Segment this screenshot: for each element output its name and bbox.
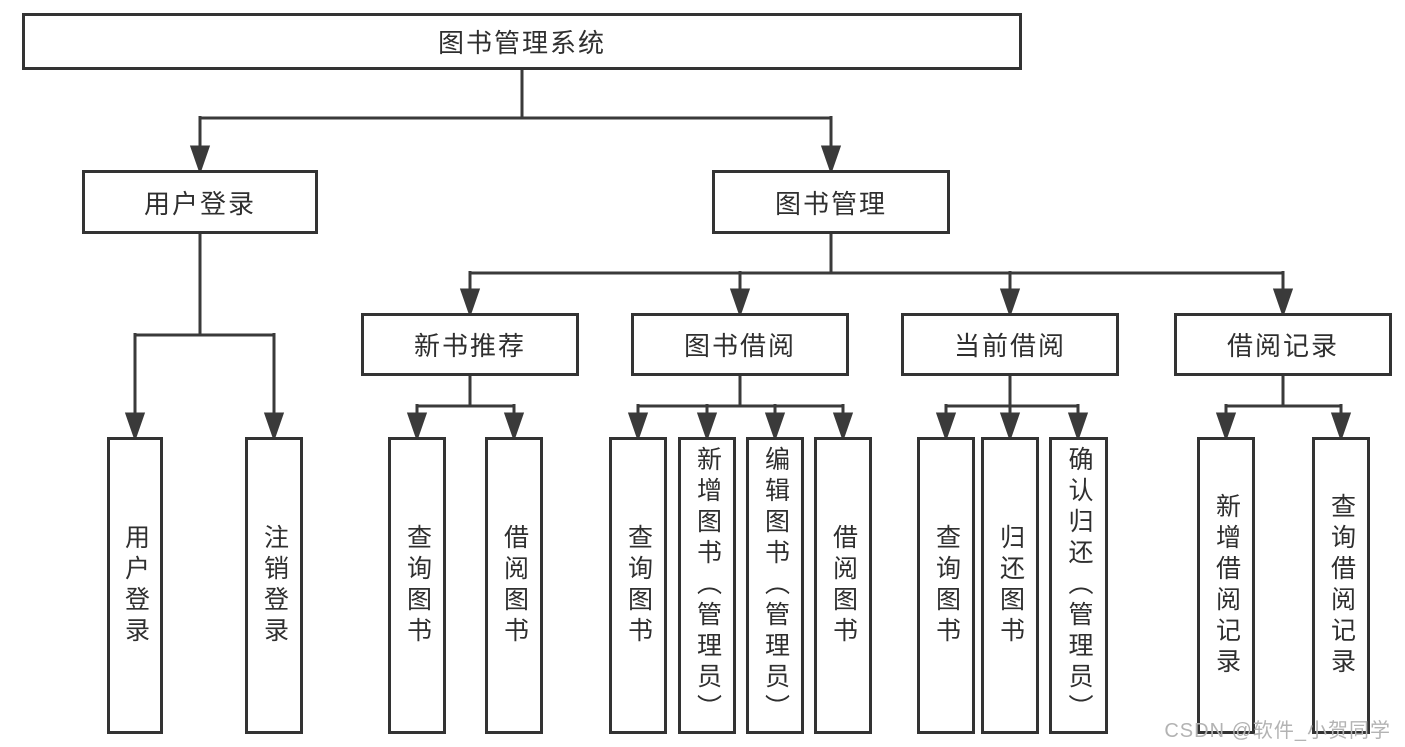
node-book-management: 图书管理	[712, 170, 950, 234]
leaf-query-books-recommend: 查询图书	[388, 437, 446, 734]
node-user-login-label: 用户登录	[143, 188, 256, 219]
leaf-edit-books-admin-label: 编辑图书（管理员）	[761, 446, 790, 725]
leaf-query-books-recommend-label: 查询图书	[403, 523, 432, 648]
connector-borrow-records	[1215, 376, 1352, 442]
connector-current-borrowing	[935, 376, 1089, 442]
node-current-borrowing-label: 当前借阅	[953, 331, 1066, 361]
leaf-borrow-books-recommend: 借阅图书	[485, 437, 543, 734]
leaf-add-borrow-record-label: 新增借阅记录	[1212, 492, 1241, 679]
node-current-borrowing: 当前借阅	[901, 313, 1119, 376]
connector-user-login	[124, 234, 285, 442]
leaf-query-borrow-record-label: 查询借阅记录	[1327, 492, 1356, 679]
leaf-add-borrow-record: 新增借阅记录	[1197, 437, 1255, 734]
csdn-watermark: CSDN @软件_小贺同学	[1164, 720, 1391, 742]
leaf-add-books-admin-label: 新增图书（管理员）	[693, 446, 722, 725]
node-borrow-records: 借阅记录	[1174, 313, 1392, 376]
leaf-user-login: 用户登录	[107, 437, 163, 734]
connector-book-management	[459, 234, 1294, 318]
node-borrow-records-label: 借阅记录	[1226, 331, 1339, 361]
leaf-borrow-books-label: 借阅图书	[829, 523, 858, 648]
leaf-add-books-admin: 新增图书（管理员）	[678, 437, 736, 734]
node-root: 图书管理系统	[22, 13, 1022, 70]
node-user-login: 用户登录	[82, 170, 318, 234]
leaf-query-books-current: 查询图书	[917, 437, 975, 734]
leaf-return-books-label: 归还图书	[996, 523, 1025, 648]
leaf-confirm-return-admin: 确认归还（管理员）	[1049, 437, 1108, 734]
node-new-book-recommend-label: 新书推荐	[413, 331, 526, 361]
leaf-user-login-label: 用户登录	[121, 523, 150, 648]
leaf-edit-books-admin: 编辑图书（管理员）	[746, 437, 804, 734]
leaf-confirm-return-admin-label: 确认归还（管理员）	[1065, 446, 1093, 725]
leaf-borrow-books: 借阅图书	[814, 437, 872, 734]
node-root-label: 图书管理系统	[437, 28, 606, 58]
node-book-borrowing: 图书借阅	[631, 313, 849, 376]
leaf-logout: 注销登录	[245, 437, 303, 734]
node-book-borrowing-label: 图书借阅	[683, 331, 796, 361]
leaf-query-books-borrowing: 查询图书	[609, 437, 667, 734]
connector-root	[189, 69, 842, 175]
leaf-query-books-current-label: 查询图书	[932, 523, 961, 648]
leaf-query-borrow-record: 查询借阅记录	[1312, 437, 1370, 734]
leaf-query-books-borrowing-label: 查询图书	[624, 523, 653, 648]
leaf-borrow-books-recommend-label: 借阅图书	[500, 523, 529, 648]
leaf-logout-label: 注销登录	[260, 523, 289, 648]
connector-new-book-recommend	[406, 376, 525, 442]
leaf-return-books: 归还图书	[981, 437, 1039, 734]
connector-book-borrowing	[627, 376, 854, 442]
node-new-book-recommend: 新书推荐	[361, 313, 579, 376]
node-book-management-label: 图书管理	[774, 188, 887, 219]
